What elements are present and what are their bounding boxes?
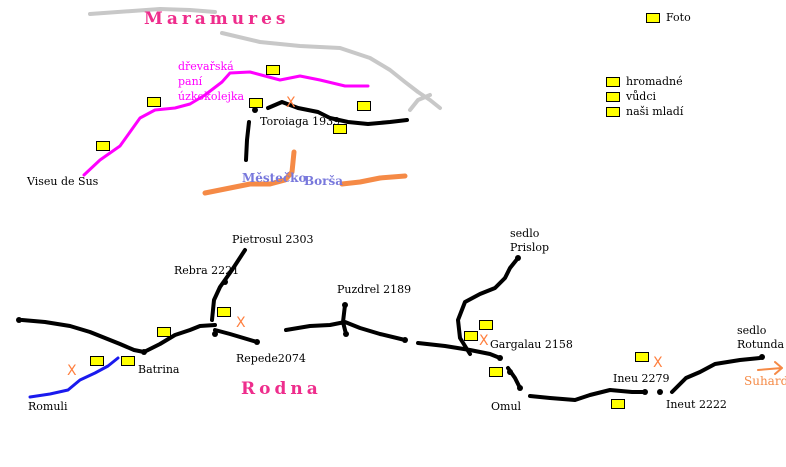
photo-marker [121, 356, 135, 366]
photo-marker [217, 307, 231, 317]
route-point [252, 107, 258, 113]
route-toroiaga [244, 100, 409, 162]
label-ineut: Ineut 2222 [666, 398, 727, 411]
camp-marker: X [286, 95, 296, 111]
label-sedlo-rotunda-2: Rotunda [737, 338, 785, 351]
route-point [222, 279, 228, 285]
photo-marker [333, 124, 347, 134]
route-point [212, 331, 218, 337]
region-maramures: Maramures [144, 9, 290, 29]
photo-marker [249, 98, 263, 108]
route-point [402, 337, 408, 343]
label-puzdrel: Puzdrel 2189 [337, 283, 412, 296]
photo-swatch-icon [606, 106, 620, 117]
route-gargalau [416, 341, 502, 360]
orange-roads [202, 149, 408, 196]
photo-marker [90, 356, 104, 366]
camp-marker: X [236, 315, 246, 331]
route-point [759, 354, 765, 360]
photo-marker [489, 367, 503, 377]
photo-marker [96, 141, 110, 151]
route-pietrosul [210, 248, 247, 322]
label-gargalau: Gargalau 2158 [490, 338, 573, 351]
route-point [342, 302, 348, 308]
label-omul: Omul [491, 400, 522, 413]
route-main-west [20, 318, 217, 354]
photo-marker [635, 352, 649, 362]
label-toroiaga: Toroiaga 1939 [260, 115, 341, 128]
border-line-main [220, 31, 442, 110]
legend-hromadne: hromadné [606, 75, 683, 88]
narrow-gauge-railway [82, 70, 370, 177]
town-mestecko: Městečko [242, 171, 307, 185]
route-point [343, 331, 349, 337]
label-repede: Repede2074 [236, 352, 306, 365]
railway-label-line3: úzkokolejka [178, 90, 245, 103]
photo-marker [479, 320, 493, 330]
label-batrina: Batrina [138, 363, 180, 376]
route-points [16, 107, 765, 395]
legend-nasi-mladi: naši mladí [606, 105, 683, 118]
label-sedlo-prislop-2: Prislop [510, 241, 550, 254]
suhard-arrow [757, 361, 783, 375]
photo-swatch-icon [606, 91, 620, 102]
legend-vudci: vůdci [606, 90, 656, 103]
label-romuli: Romuli [28, 400, 68, 413]
route-point [497, 355, 503, 361]
label-rebra: Rebra 2221 [174, 264, 240, 277]
route-repede [213, 303, 407, 344]
road-to-mestecko [202, 149, 297, 196]
route-prislop [456, 256, 520, 356]
label-pietrosul: Pietrosul 2303 [232, 233, 314, 246]
camp-marker: X [653, 355, 663, 371]
route-rotunda [670, 356, 762, 394]
route-point [642, 389, 648, 395]
camp-marker: X [67, 363, 77, 379]
hiking-routes [20, 100, 762, 402]
region-rodna: Rodna [241, 379, 322, 399]
railway-label-line1: dřevařská [178, 60, 234, 73]
route-point [254, 339, 260, 345]
photo-swatch-icon [646, 12, 660, 23]
label-viseu: Viseu de Sus [27, 175, 99, 188]
photo-marker [611, 399, 625, 409]
route-point [507, 369, 513, 375]
photo-marker [357, 101, 371, 111]
legend-foto: Foto [646, 11, 691, 24]
route-point [515, 255, 521, 261]
photo-marker [147, 97, 161, 107]
route-point [657, 389, 663, 395]
label-sedlo-rotunda-1: sedlo [737, 324, 767, 337]
road-to-borsa [339, 173, 408, 187]
route-point [141, 349, 147, 355]
photo-marker [157, 327, 171, 337]
label-ineu: Ineu 2279 [613, 372, 670, 385]
town-borsa: Borša [304, 174, 343, 188]
photo-marker [464, 331, 478, 341]
border-lines [88, 7, 442, 112]
border-line-branch [408, 93, 432, 112]
label-sedlo-prislop-1: sedlo [510, 227, 540, 240]
route-point [517, 385, 523, 391]
photo-marker [266, 65, 280, 75]
camp-marker: X [479, 333, 489, 349]
photo-swatch-icon [606, 76, 620, 87]
railway-label-line2: paní [178, 75, 203, 88]
river [28, 356, 120, 399]
label-suhard: Suhard [744, 374, 786, 388]
border-line-top [88, 7, 217, 16]
route-point [16, 317, 22, 323]
